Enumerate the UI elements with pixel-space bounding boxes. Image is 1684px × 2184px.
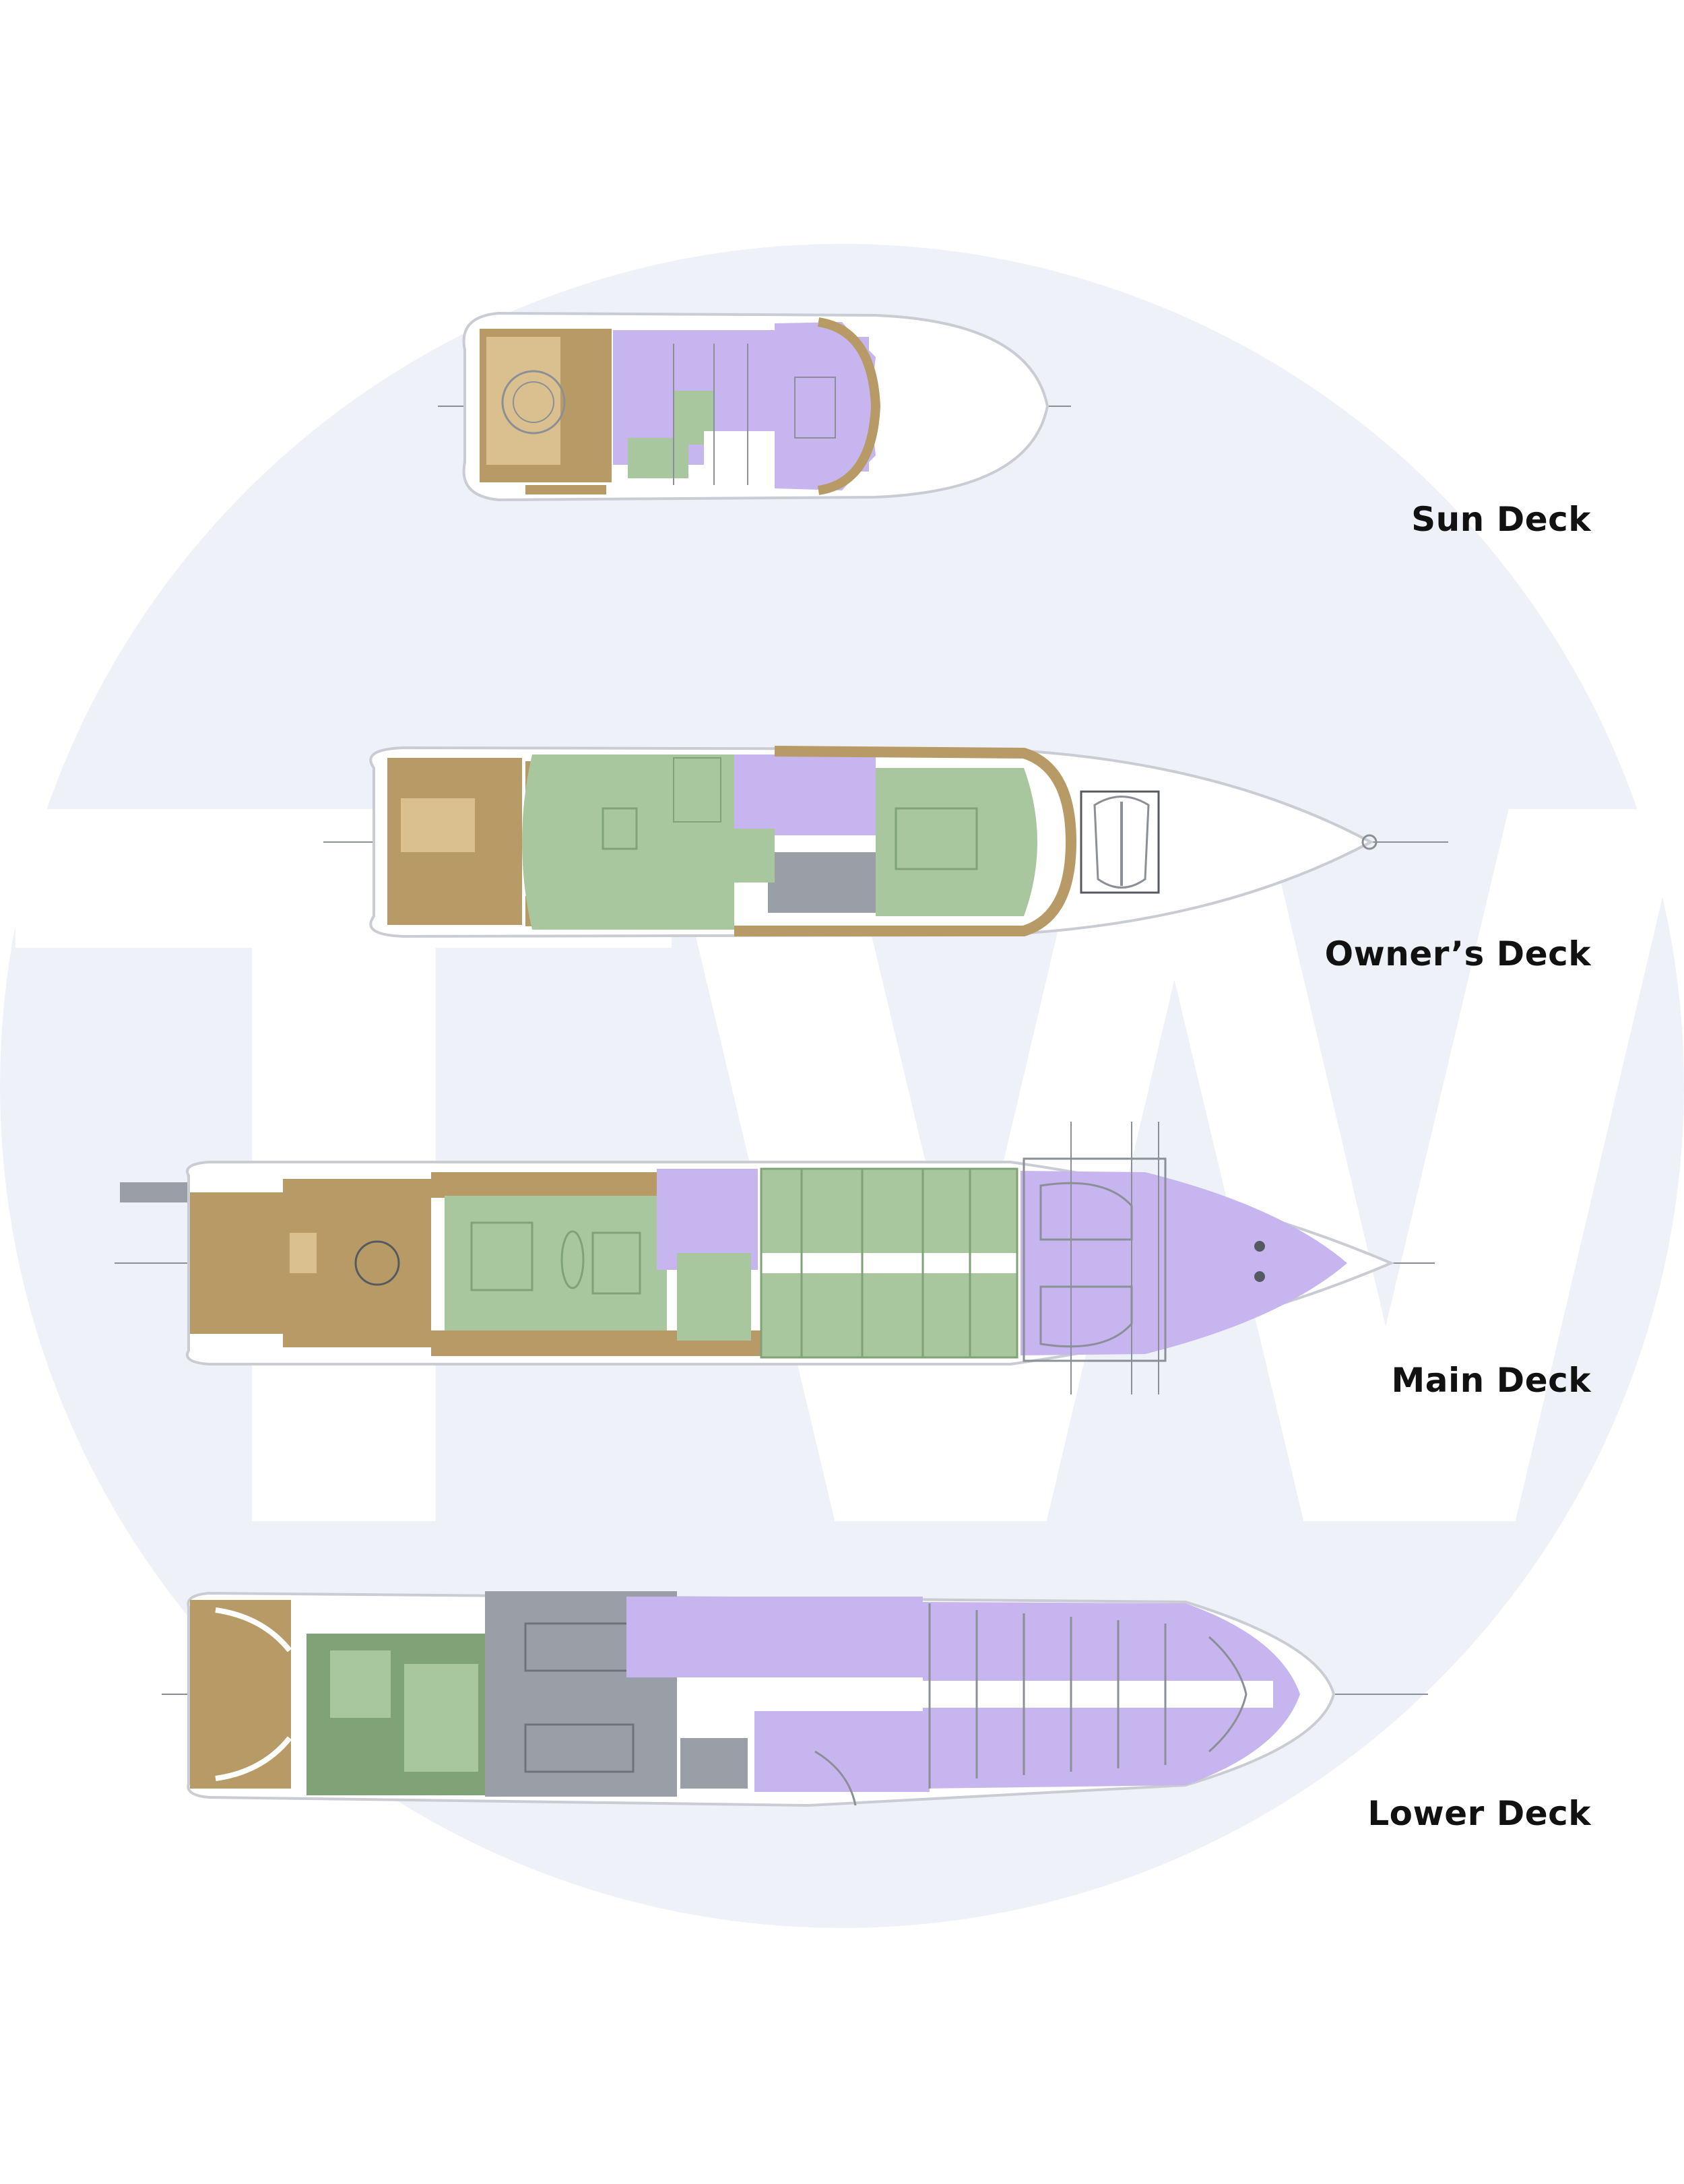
main-deck-aft-teak — [190, 1192, 284, 1334]
main-deck-salon — [445, 1196, 667, 1330]
lower-deck-crew-quarters — [626, 1597, 923, 1677]
watermark-circle — [0, 244, 1684, 1928]
owners-deck-owner-suite — [876, 768, 1037, 916]
owners-deck-service-room — [768, 852, 876, 913]
lower-deck-plan — [162, 1591, 1428, 1807]
sun-deck-wheelhouse — [775, 322, 876, 490]
main-deck-bow-area — [1021, 1171, 1347, 1355]
deck-label-sun: Sun Deck — [1411, 500, 1591, 539]
main-deck-plan — [115, 1122, 1435, 1394]
deck-label-main: Main Deck — [1391, 1361, 1591, 1400]
owners-deck-plan — [323, 746, 1448, 938]
lower-deck-aft-teak — [190, 1600, 291, 1789]
sun-deck-jacuzzi — [501, 370, 566, 435]
sun-deck-plan — [438, 311, 1071, 502]
deck-label-lower: Lower Deck — [1367, 1794, 1591, 1833]
deck-label-owners: Owner’s Deck — [1324, 934, 1591, 973]
